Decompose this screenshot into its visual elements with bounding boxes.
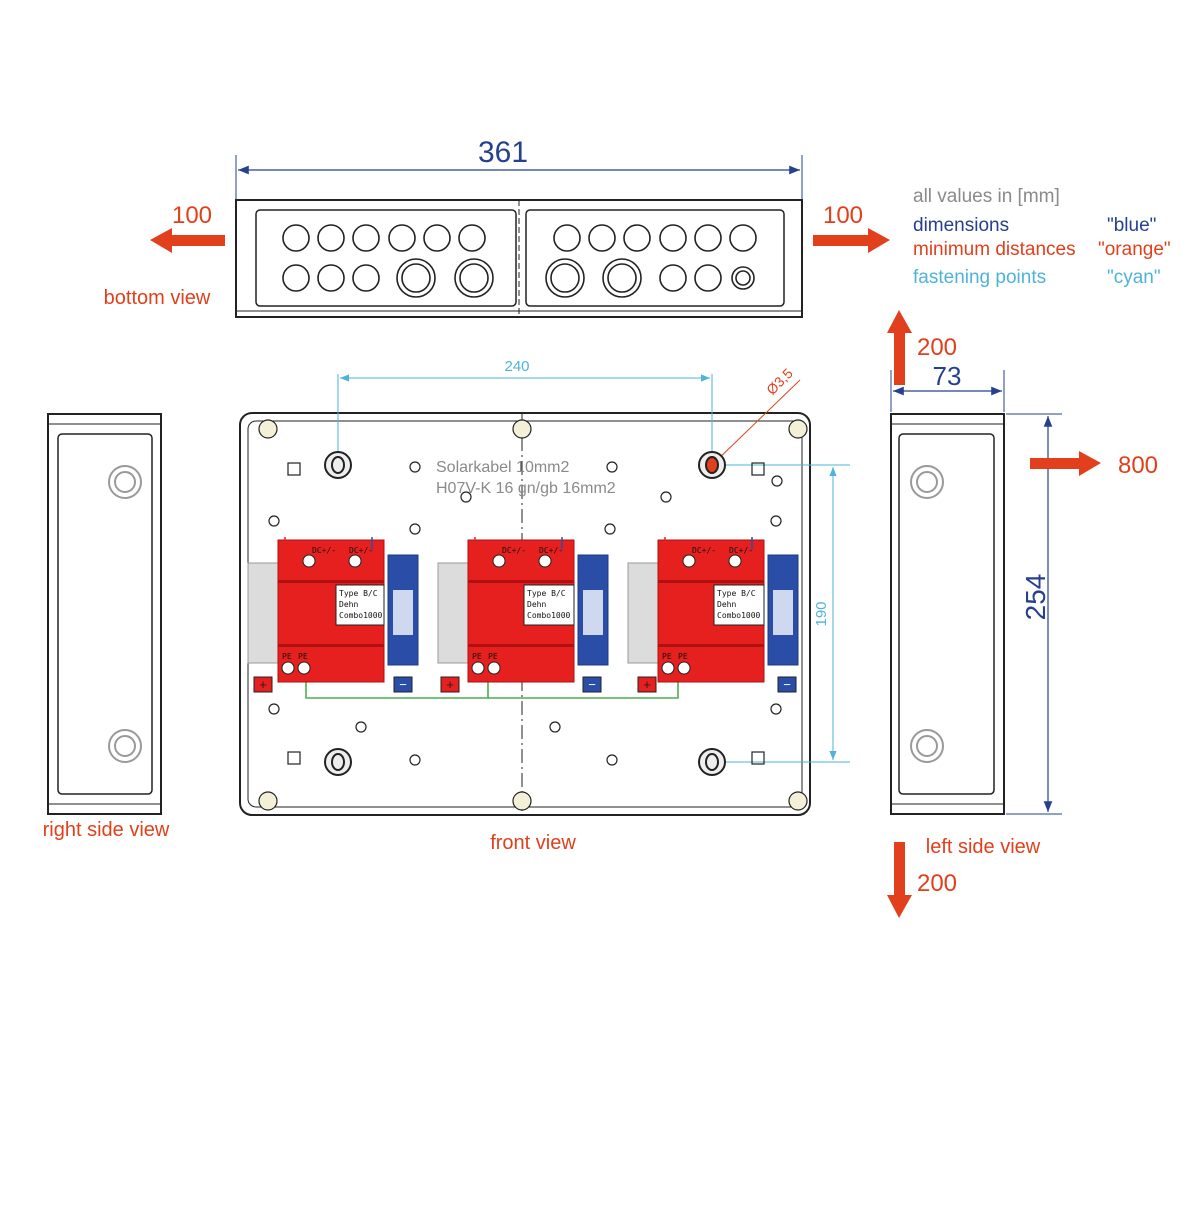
left-side-view: 73 254 200 800 200 left side view xyxy=(887,310,1158,918)
height-dimension: 254 xyxy=(1020,574,1051,621)
legend-fastening-label: fastening points xyxy=(913,267,1046,288)
legend-min-distance-label: minimum distances xyxy=(913,239,1076,260)
module-1-terminal-a: DC+/- xyxy=(312,546,336,555)
cable-note-line1: Solarkabel 10mm2 xyxy=(436,459,570,476)
module-3-plus-terminal xyxy=(637,676,657,693)
module-1-minus-terminal xyxy=(393,676,413,693)
module-3-minus: − xyxy=(783,677,791,692)
fastening-points xyxy=(324,451,726,776)
min-distance-bottom: 200 xyxy=(917,870,957,897)
module-2-model: Combo1000 xyxy=(527,611,571,620)
fastening-vertical: 190 xyxy=(813,601,830,626)
module-2-terminal-b: DC+/- xyxy=(539,546,563,555)
fastening-hole-label: Ø3,5 xyxy=(763,365,796,398)
min-distance-right-arrow xyxy=(813,228,890,253)
module-1-type: Type B/C xyxy=(339,589,378,598)
corner-screws xyxy=(258,419,808,811)
spd-module-1: DC+/- DC+/- Type B/C Dehn Combo1000 PE P… xyxy=(247,537,419,693)
module-2-plus: + xyxy=(446,677,454,692)
left-side-view-label: left side view xyxy=(926,836,1041,858)
module-1-model: Combo1000 xyxy=(339,611,383,620)
legend-dimensions-label: dimensions xyxy=(913,215,1009,236)
module-3-model: Combo1000 xyxy=(717,611,761,620)
min-distance-top-arrow xyxy=(887,310,912,385)
module-3-plus: + xyxy=(643,677,651,692)
depth-dimension: 73 xyxy=(933,361,962,391)
fastening-horizontal: 240 xyxy=(504,358,529,375)
mounting-marks xyxy=(268,461,783,766)
module-1-minus: − xyxy=(399,677,407,692)
module-3-pe1: PE xyxy=(662,652,672,661)
cable-gland-holes xyxy=(282,224,757,298)
module-2-minus: − xyxy=(588,677,596,692)
module-3-terminal-a: DC+/- xyxy=(692,546,716,555)
module-1-terminal-b: DC+/- xyxy=(349,546,373,555)
legend: all values in [mm] dimensions "blue" min… xyxy=(913,186,1171,288)
module-3-minus-terminal xyxy=(777,676,797,693)
module-1-maker: Dehn xyxy=(339,600,358,609)
legend-min-distance-value: "orange" xyxy=(1098,239,1171,260)
module-2-maker: Dehn xyxy=(527,600,546,609)
min-distance-bottom-arrow xyxy=(887,842,912,918)
min-distance-left: 100 xyxy=(172,202,212,229)
legend-header: all values in [mm] xyxy=(913,186,1060,207)
module-2-terminal-a: DC+/- xyxy=(502,546,526,555)
module-1-plus-terminal xyxy=(253,676,273,693)
right-side-view-label: right side view xyxy=(43,819,170,841)
spd-module-3: DC+/- DC+/- Type B/C Dehn Combo1000 PE P… xyxy=(627,537,799,693)
module-1-pe1: PE xyxy=(282,652,292,661)
module-2-pe1: PE xyxy=(472,652,482,661)
width-dimension: 361 xyxy=(478,136,528,169)
legend-dimensions-value: "blue" xyxy=(1107,215,1156,236)
module-3-maker: Dehn xyxy=(717,600,736,609)
spd-module-2: DC+/- DC+/- Type B/C Dehn Combo1000 PE P… xyxy=(437,537,609,693)
module-2-minus-terminal xyxy=(582,676,602,693)
front-view: 240 190 Ø3,5 Solarkabel 10mm2 H07V-K 16 … xyxy=(239,358,850,854)
module-3-type: Type B/C xyxy=(717,589,756,598)
module-1-plus: + xyxy=(259,677,267,692)
module-2-type: Type B/C xyxy=(527,589,566,598)
front-view-label: front view xyxy=(490,832,576,854)
bottom-view-label: bottom view xyxy=(104,287,211,309)
module-1-pe2: PE xyxy=(298,652,308,661)
min-distance-side: 800 xyxy=(1118,452,1158,479)
min-distance-right: 100 xyxy=(823,202,863,229)
module-2-pe2: PE xyxy=(488,652,498,661)
cable-note-line2: H07V-K 16 gn/gb 16mm2 xyxy=(436,480,616,497)
module-3-terminal-b: DC+/- xyxy=(729,546,753,555)
min-distance-side-arrow xyxy=(1030,451,1101,476)
legend-fastening-value: "cyan" xyxy=(1107,267,1161,288)
right-side-view: right side view xyxy=(43,413,170,841)
module-2-plus-terminal xyxy=(440,676,460,693)
bottom-view: 361 100 100 bottom view xyxy=(104,136,890,318)
module-3-pe2: PE xyxy=(678,652,688,661)
min-distance-top: 200 xyxy=(917,334,957,361)
min-distance-left-arrow xyxy=(150,228,225,253)
